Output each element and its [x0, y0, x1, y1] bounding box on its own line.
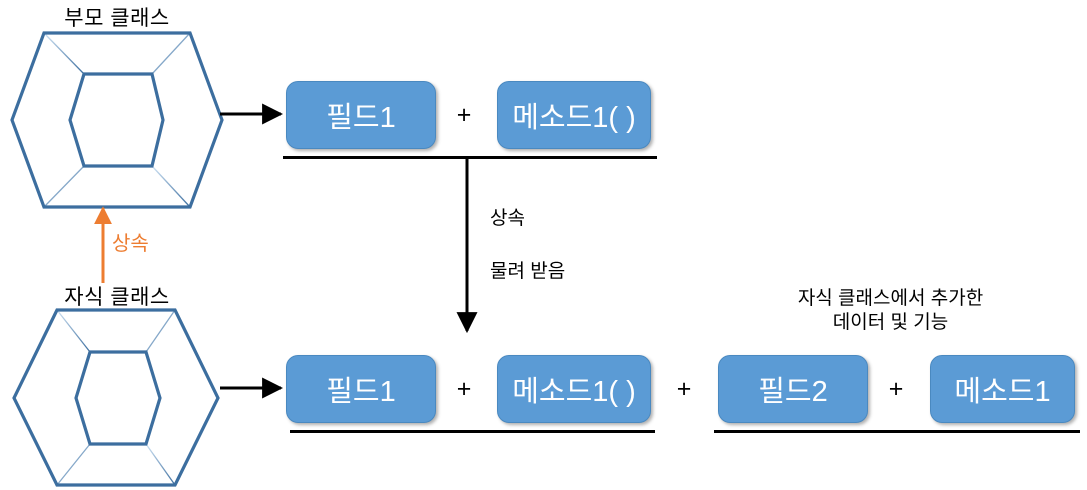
parent-class-title: 부모 클래스 — [64, 7, 170, 30]
plus-sign-child-3: + — [888, 374, 904, 403]
child-added-field-box[interactable]: 필드2 — [718, 355, 868, 423]
inheritance-arrow-label: 상속 — [112, 233, 149, 255]
child-class-title: 자식 클래스 — [64, 286, 170, 309]
plus-sign-child-2: + — [676, 374, 692, 403]
parent-method-box[interactable]: 메소드1( ) — [497, 81, 651, 149]
plus-sign-parent: + — [456, 100, 472, 129]
child-inherited-field-box[interactable]: 필드1 — [286, 355, 436, 423]
child-inherited-method-box[interactable]: 메소드1( ) — [497, 355, 651, 423]
added-members-caption: 자식 클래스에서 추가한 데이터 및 기능 — [718, 287, 1063, 336]
added-members-caption-line1: 자식 클래스에서 추가한 — [797, 288, 984, 309]
parent-members-underline — [283, 156, 657, 159]
middle-label-inherited: 물려 받음 — [490, 261, 566, 282]
child-added-method-box[interactable]: 메소드1 — [930, 355, 1075, 423]
child-class-hexagon-shape — [12, 308, 220, 487]
parent-field-box[interactable]: 필드1 — [286, 81, 436, 149]
child-inherited-members-underline — [290, 430, 655, 433]
plus-sign-child-1: + — [456, 374, 472, 403]
child-added-members-underline — [714, 430, 1080, 433]
added-members-caption-line2: 데이터 및 기능 — [832, 312, 949, 334]
parent-class-hexagon-shape — [10, 31, 224, 209]
middle-label-inheritance: 상속 — [490, 208, 525, 229]
